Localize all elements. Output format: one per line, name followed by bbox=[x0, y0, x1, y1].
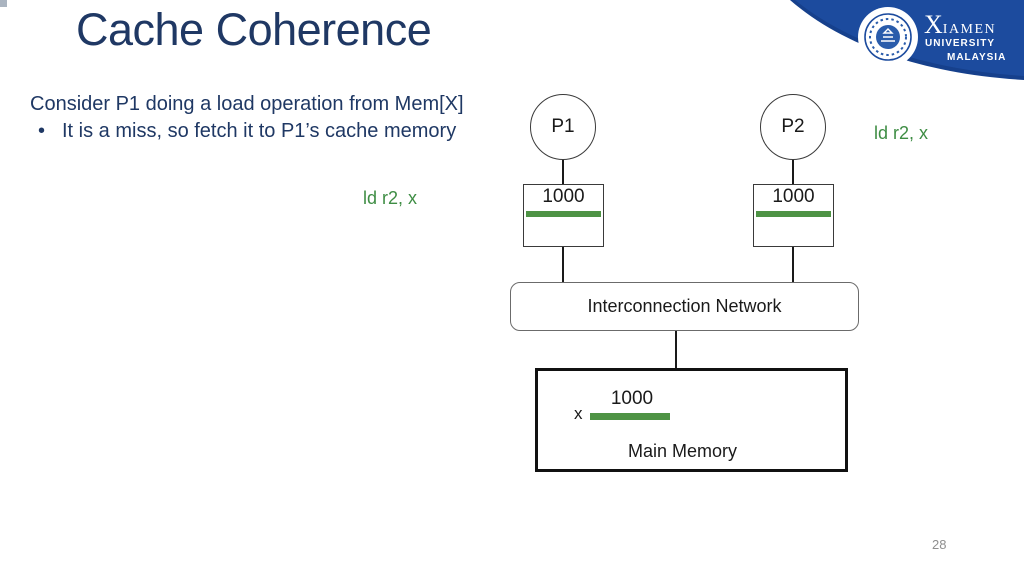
banner-swoosh-graphic bbox=[790, 0, 1024, 80]
logo-malaysia-line: MALAYSIA bbox=[947, 52, 1007, 63]
cache1-valid-bar bbox=[526, 211, 601, 217]
logo-wordmark-initial: X bbox=[924, 10, 943, 39]
university-seal-icon bbox=[858, 7, 918, 67]
cache1-value: 1000 bbox=[542, 186, 585, 207]
slide-title: Cache Coherence bbox=[76, 4, 432, 55]
interconnection-network-box: Interconnection Network bbox=[510, 282, 859, 331]
body-text-line: Consider P1 doing a load operation from … bbox=[30, 93, 464, 115]
main-memory-label: Main Memory bbox=[627, 441, 738, 461]
cache2-valid-bar bbox=[756, 211, 831, 217]
bullet-marker: • bbox=[38, 120, 46, 142]
cache1-box: 1000 bbox=[523, 184, 604, 247]
cache2-value: 1000 bbox=[772, 186, 815, 207]
logo-wordmark: XIAMEN bbox=[924, 12, 996, 38]
connector-network-to-memory bbox=[675, 331, 677, 368]
memory-value-bar bbox=[590, 413, 670, 420]
logo-university-line: UNIVERSITY bbox=[925, 38, 996, 49]
processor-p1-node: P1 bbox=[530, 94, 596, 160]
main-memory-box: x 1000 Main Memory bbox=[535, 368, 848, 472]
processor-p2-label: P2 bbox=[781, 116, 805, 137]
processor-p2-node: P2 bbox=[760, 94, 826, 160]
connector-p1-to-cache1 bbox=[562, 160, 564, 184]
instruction-label-right: ld r2, x bbox=[874, 123, 929, 143]
memory-address-label: x bbox=[574, 404, 583, 423]
memory-value: 1000 bbox=[610, 388, 654, 409]
university-banner: XIAMEN UNIVERSITY MALAYSIA bbox=[774, 0, 1024, 90]
instruction-label-left: ld r2, x bbox=[363, 188, 418, 208]
page-number: 28 bbox=[932, 537, 947, 552]
connector-p2-to-cache2 bbox=[792, 160, 794, 184]
bullet-text: It is a miss, so fetch it to P1’s cache … bbox=[62, 120, 457, 142]
processor-p1-label: P1 bbox=[551, 116, 575, 137]
bullet-item: • It is a miss, so fetch it to P1’s cach… bbox=[38, 120, 456, 143]
connector-cache2-to-network bbox=[792, 247, 794, 282]
connector-cache1-to-network bbox=[562, 247, 564, 282]
logo-wordmark-rest: IAMEN bbox=[942, 22, 997, 37]
interconnection-network-label: Interconnection Network bbox=[587, 296, 782, 316]
cache2-box: 1000 bbox=[753, 184, 834, 247]
corner-accent bbox=[0, 0, 7, 7]
